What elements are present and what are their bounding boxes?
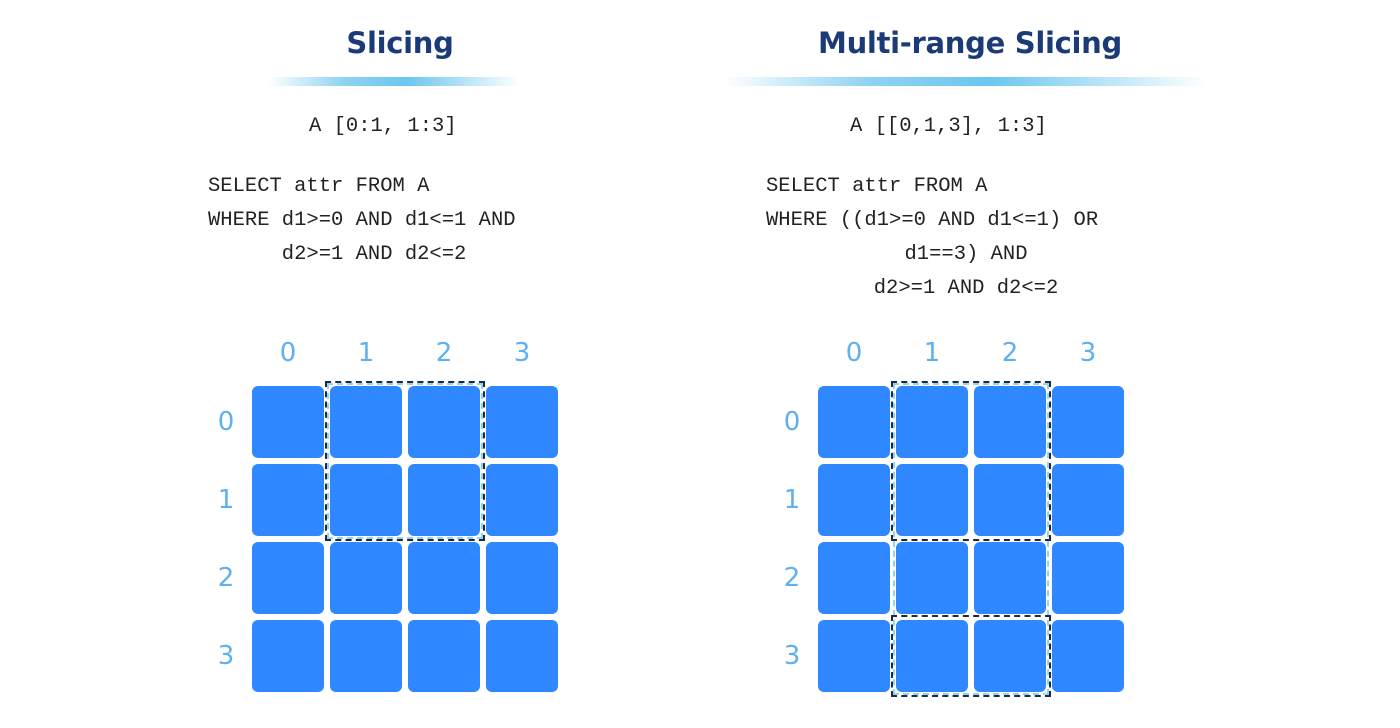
grid-cell — [330, 386, 402, 458]
grid-cell — [974, 386, 1046, 458]
grid-cell — [896, 620, 968, 692]
row-label: 0 — [217, 407, 235, 437]
row-label: 1 — [783, 485, 801, 515]
row-label: 2 — [217, 563, 235, 593]
grid-cell — [252, 542, 324, 614]
column-label: 0 — [279, 338, 297, 368]
slicing-title: Slicing — [346, 26, 454, 60]
grid-cell — [1052, 542, 1124, 614]
column-label: 1 — [923, 338, 941, 368]
grid-cell — [486, 542, 558, 614]
column-label: 0 — [845, 338, 863, 368]
column-label: 3 — [513, 338, 531, 368]
grid-cell — [252, 386, 324, 458]
grid-cell — [330, 620, 402, 692]
slicing-query-line-3: d2>=1 AND d2<=2 — [208, 243, 467, 266]
multi-range-query-line-4: d2>=1 AND d2<=2 — [873, 277, 1059, 300]
grid-cell — [486, 386, 558, 458]
grid-cell — [974, 542, 1046, 614]
column-label: 2 — [1001, 338, 1019, 368]
row-label: 2 — [783, 563, 801, 593]
grid-cell — [408, 620, 480, 692]
column-label: 3 — [1079, 338, 1097, 368]
grid-cell — [974, 620, 1046, 692]
multi-range-query-line-1: SELECT attr FROM A — [766, 175, 988, 198]
multi-range-query-line-3: d1==3) AND — [904, 243, 1028, 266]
grid-cell — [330, 542, 402, 614]
multi-range-expression: A [[0,1,3], 1:3] — [850, 115, 1047, 138]
multi-range-slicing-title: Multi-range Slicing — [818, 26, 1122, 60]
multi-range-query-line-2: WHERE ((d1>=0 AND d1<=1) OR — [766, 209, 1099, 232]
grid-cell — [818, 464, 890, 536]
row-label: 0 — [783, 407, 801, 437]
column-label: 1 — [357, 338, 375, 368]
grid-cell — [818, 386, 890, 458]
column-label: 2 — [435, 338, 453, 368]
grid-cell — [896, 386, 968, 458]
grid-cell — [330, 464, 402, 536]
slicing-query-line-1: SELECT attr FROM A — [208, 175, 430, 198]
grid-cell — [974, 464, 1046, 536]
grid-cell — [896, 464, 968, 536]
grid-cell — [486, 464, 558, 536]
multi-range-title-underline — [724, 77, 1206, 86]
grid-cell — [252, 620, 324, 692]
grid-cell — [818, 620, 890, 692]
grid-cell — [1052, 464, 1124, 536]
grid-cell — [1052, 386, 1124, 458]
grid-cell — [896, 542, 968, 614]
row-label: 3 — [217, 641, 235, 671]
slicing-query-line-2: WHERE d1>=0 AND d1<=1 AND — [208, 209, 516, 232]
slicing-title-underline — [268, 77, 520, 86]
grid-cell — [486, 620, 558, 692]
grid-cell — [818, 542, 890, 614]
grid-cell — [408, 464, 480, 536]
slicing-expression: A [0:1, 1:3] — [309, 115, 457, 138]
grid-cell — [1052, 620, 1124, 692]
grid-cell — [408, 542, 480, 614]
row-label: 1 — [217, 485, 235, 515]
grid-cell — [252, 464, 324, 536]
row-label: 3 — [783, 641, 801, 671]
grid-cell — [408, 386, 480, 458]
